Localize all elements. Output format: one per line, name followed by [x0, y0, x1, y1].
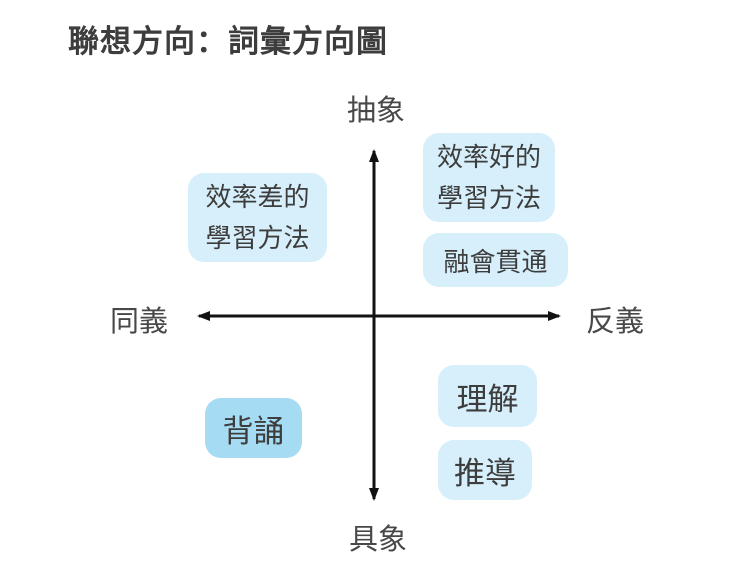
bubble-recite: 背誦: [205, 398, 302, 458]
diagram-title: 聯想方向：詞彙方向圖: [68, 24, 388, 59]
bubble-inefficient-method: 效率差的 學習方法: [188, 173, 327, 262]
bubble-integrate: 融會貫通: [423, 233, 568, 287]
bubble-derive: 推導: [438, 440, 532, 500]
bubble-efficient-method: 效率好的 學習方法: [423, 133, 555, 222]
bubble-understand: 理解: [438, 365, 537, 427]
axis-label-concrete: 具象: [348, 524, 407, 556]
axis-label-synonym: 同義: [109, 306, 168, 338]
axis-label-antonym: 反義: [586, 306, 645, 338]
axis-label-abstract: 抽象: [346, 95, 405, 127]
